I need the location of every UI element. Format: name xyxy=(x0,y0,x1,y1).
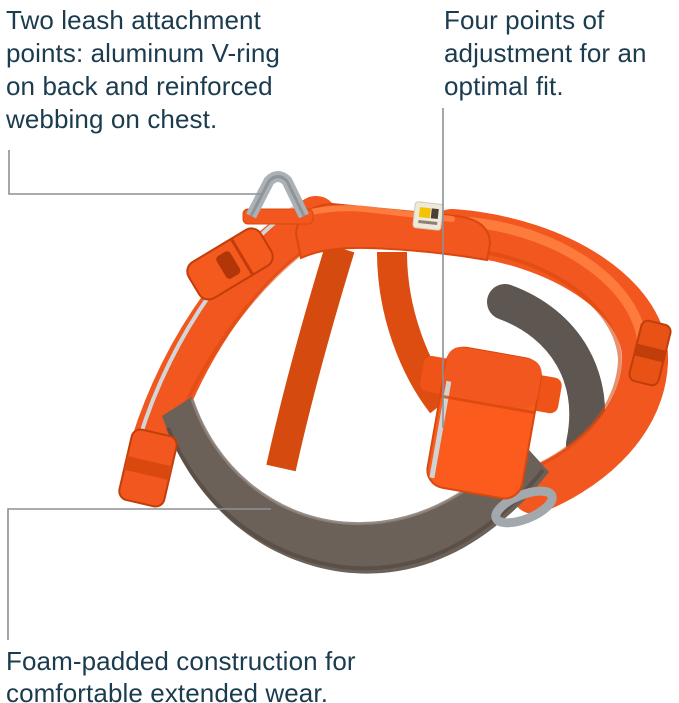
label-text-line xyxy=(418,220,438,226)
annotation-leash-points: Two leash attachment points: aluminum V-… xyxy=(6,5,280,134)
chest-padding-shadow xyxy=(166,427,545,571)
callout-line-foam-padding xyxy=(7,508,271,640)
label-logo-yellow xyxy=(418,207,431,219)
neck-padding xyxy=(487,284,606,462)
buckle-slot xyxy=(216,251,241,279)
reflective-trim xyxy=(132,202,302,459)
adjustment-buckle-panel xyxy=(420,346,562,500)
shoulder-strap-webbing xyxy=(124,196,338,490)
v-ring xyxy=(242,171,314,225)
annotation-foam-padding: Foam-padded construction for comfortable… xyxy=(6,646,356,703)
adjuster-bar xyxy=(633,343,667,363)
buckle-seam xyxy=(439,394,536,415)
chest-padding-body xyxy=(162,397,549,574)
v-ring-base xyxy=(242,208,314,225)
side-release-buckle xyxy=(186,227,274,301)
brand-label xyxy=(412,201,444,231)
neck-loop-highlight xyxy=(465,217,647,345)
neck-loop-edge xyxy=(469,248,623,470)
webbing-loop xyxy=(491,486,557,528)
adjuster-left-bar xyxy=(124,456,172,480)
buckle-joint xyxy=(229,238,255,276)
v-ring-shading xyxy=(249,175,306,217)
chest-strap-left xyxy=(266,243,355,472)
strap-adjuster-right xyxy=(628,319,672,387)
annotation-adjustment: Four points of adjustment for an optimal… xyxy=(444,5,647,101)
callout-line-leash-points xyxy=(8,150,261,195)
strap-adjuster-left xyxy=(118,428,178,508)
label-logo-dark xyxy=(430,208,439,220)
buckle-flap xyxy=(442,346,542,409)
